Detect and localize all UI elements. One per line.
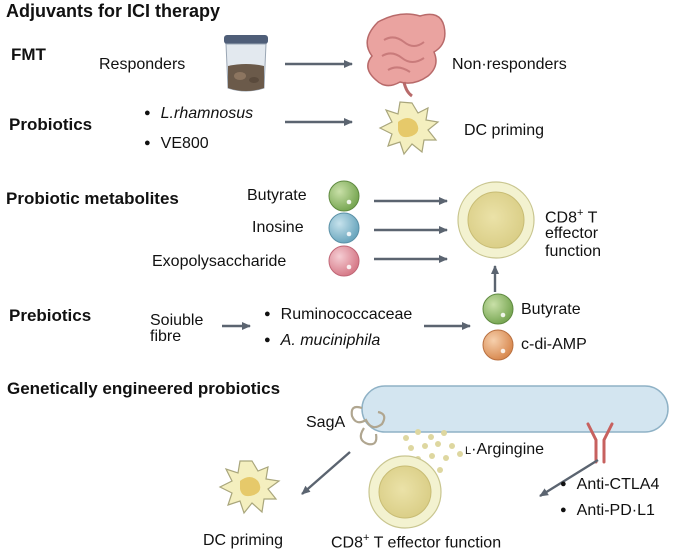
prebiotic-output-butyrate-label: Butyrate [521,301,581,318]
fibre-label-line1: Soiuble [150,312,204,329]
fmt-responders-label: Responders [99,56,186,73]
antibody-item-2: Anti-PD·L1 [560,502,655,520]
prebiotic-bacteria-item-2: A. muciniphila [264,332,381,350]
cd8-result-label-line1: CD8+ T [545,207,598,227]
probiotic-item-1: L.rhamnosus [144,105,254,123]
exopolysaccharide-sphere-icon [328,245,360,277]
probiotics-heading: Probiotics [9,115,93,134]
probiotic-item-2: VE800 [144,135,209,153]
butyrate-output-sphere-icon [482,293,514,325]
prebiotic-output-cdiamp-label: c-di-AMP [521,336,587,353]
stool-jar-icon [224,35,268,92]
cdiamp-sphere-icon [482,329,514,361]
saga-protein-icon [350,405,386,446]
cd8-result-label-line3: function [545,243,602,260]
saga-label: SagA [306,414,346,431]
arginine-particles-icon [403,429,463,473]
metabolites-heading: Probiotic metabolites [6,189,179,208]
antibody-icon [586,422,614,464]
probiotics-result-label: DC priming [464,122,545,139]
metabolite-inosine-label: Inosine [252,219,304,236]
bacterium-icon [361,385,669,433]
dc-priming-cell-icon [218,460,281,515]
figure-title: Adjuvants for ICI therapy [6,1,221,21]
metabolite-exopolysaccharide-label: Exopolysaccharide [152,253,287,270]
arginine-label: L·Argingine [465,441,545,458]
engineered-dc-priming-label: DC priming [203,532,284,549]
gut-icon [366,13,446,98]
prebiotic-bacteria-item-1: Ruminococcaceae [264,306,413,324]
cd8-t-effector-cell-icon [368,455,442,529]
prebiotics-heading: Prebiotics [9,306,92,325]
saga-arrow [301,451,351,495]
cd8-result-label-line2: effector [545,225,599,242]
fibre-label-line2: fibre [150,328,182,345]
cd8-t-cell-icon [457,181,535,259]
metabolite-butyrate-label: Butyrate [247,187,307,204]
fmt-nonresponders-label: Non·responders [452,56,567,73]
antibody-item-1: Anti-CTLA4 [560,476,660,494]
inosine-sphere-icon [328,212,360,244]
butyrate-sphere-icon [328,180,360,212]
dendritic-cell-icon [378,101,440,156]
engineered-heading: Genetically engineered probiotics [7,379,281,398]
engineered-cd8-label: CD8+ T effector function [331,532,502,552]
fmt-heading: FMT [11,45,46,64]
